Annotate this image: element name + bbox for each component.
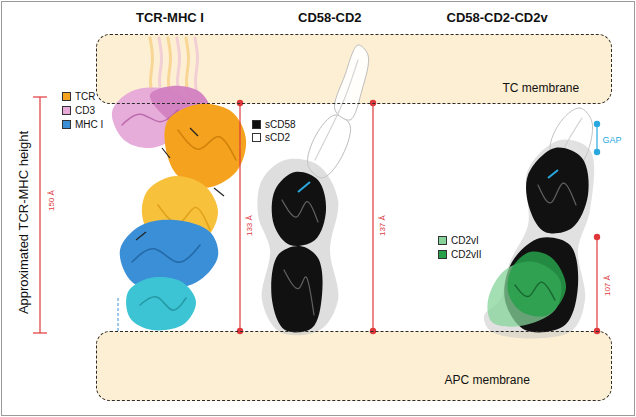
legend-label: CD3	[75, 105, 95, 117]
scd58-domain	[271, 246, 322, 333]
legend-label: sCD2	[265, 132, 290, 144]
ribbon-strand	[132, 245, 200, 262]
cd2v-domain	[507, 252, 566, 317]
glycan-stick	[190, 128, 198, 136]
interface-arrow	[548, 170, 558, 178]
legend-swatch	[62, 106, 71, 115]
legend-swatch	[438, 250, 447, 259]
scd58-halo	[257, 159, 338, 336]
glycan-stick	[136, 232, 146, 240]
ribbon-strand	[178, 130, 236, 160]
legend-swatch	[62, 120, 71, 129]
ribbon-strand	[284, 270, 314, 315]
gap-label: GAP	[603, 135, 622, 145]
dimension-label: 133 Å	[244, 215, 253, 236]
legend-label: TCR	[75, 91, 96, 103]
legend-label: sCD58	[265, 119, 296, 131]
legend-label: CD2vII	[451, 249, 482, 261]
scd58-domain	[526, 148, 589, 234]
gap-dot	[594, 121, 600, 127]
dimension-dot	[594, 234, 600, 240]
scd58-domain	[272, 172, 326, 246]
column-title: TCR-MHC I	[136, 11, 204, 26]
ribbon-strand	[282, 200, 318, 222]
dimension-label: 137 Å	[377, 215, 386, 236]
gap-line	[596, 124, 597, 152]
dimension-label: 107 Å	[602, 275, 611, 296]
column-title: CD58-CD2-CD2v	[447, 11, 548, 26]
ribbon-strand	[538, 183, 576, 205]
glycan-stick	[162, 148, 170, 158]
complex-halo	[484, 139, 594, 338]
dimension-line	[372, 103, 373, 331]
dimension-label: 150 Å	[46, 190, 55, 211]
dimension-line	[239, 103, 240, 331]
membrane-band: APC membrane	[96, 331, 612, 401]
membrane-label: APC membrane	[445, 374, 530, 388]
axis-label: Approximated TCR-MHC height	[17, 130, 32, 313]
dimension-line	[39, 97, 40, 333]
legend-swatch	[252, 133, 261, 142]
tether-line	[118, 298, 119, 332]
legend-label: CD2vI	[451, 235, 479, 247]
legend-swatch	[438, 236, 447, 245]
glycan-stick	[214, 188, 224, 196]
b2m-domain	[126, 277, 196, 330]
legend-swatch	[252, 120, 261, 129]
interface-arrow	[298, 182, 310, 192]
membrane-fill	[96, 331, 612, 401]
column-title: CD58-CD2	[298, 11, 362, 26]
dimension-tick	[33, 332, 47, 333]
ribbon-strand	[315, 60, 358, 160]
legend-label: MHC I	[75, 119, 103, 131]
ribbon-strand	[140, 297, 186, 311]
legend-swatch	[62, 92, 71, 101]
dimension-tick	[33, 96, 47, 97]
gap-dot	[594, 149, 600, 155]
tcr-domain	[164, 104, 246, 188]
membrane-band: TC membrane	[96, 34, 612, 104]
membrane-label: TC membrane	[503, 82, 580, 96]
dimension-line	[596, 237, 597, 331]
ribbon-strand	[515, 282, 555, 300]
